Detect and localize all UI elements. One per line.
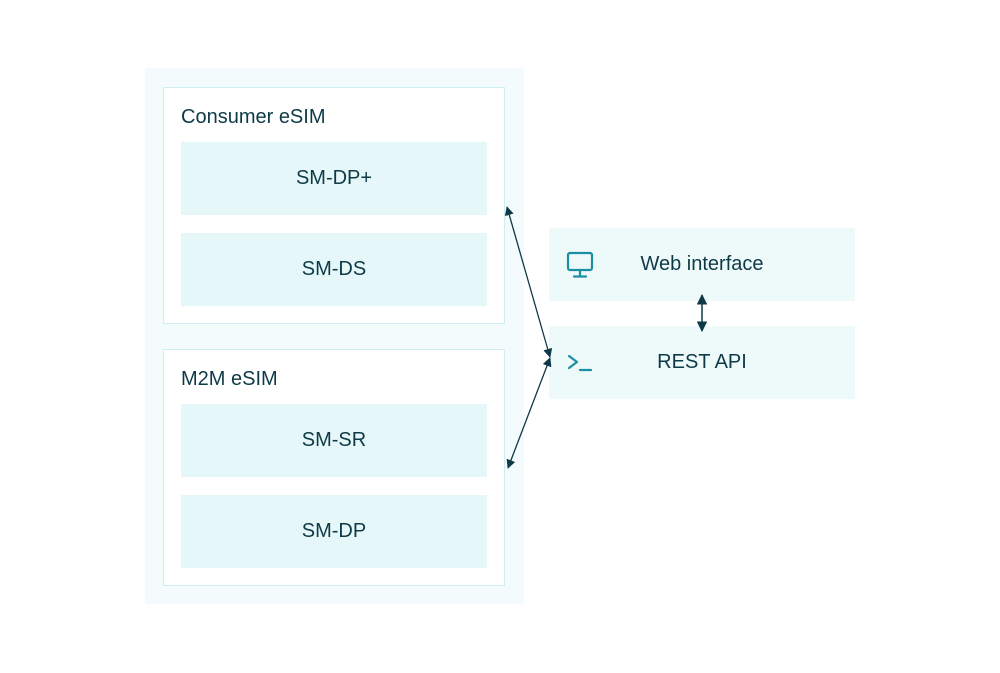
- web-interface-label: Web interface: [640, 253, 764, 275]
- sm-dp-plus-block: SM-DP+: [181, 142, 487, 215]
- rest-api-label: REST API: [657, 351, 747, 373]
- sm-dp-block: SM-DP: [181, 495, 487, 568]
- sm-sr-block: SM-SR: [181, 404, 487, 477]
- rest-api-panel: REST API: [549, 326, 855, 399]
- consumer-esim-title: Consumer eSIM: [181, 106, 326, 128]
- sm-ds-block: SM-DS: [181, 233, 487, 306]
- m2m-esim-title: M2M eSIM: [181, 368, 278, 390]
- web-interface-panel: Web interface: [549, 228, 855, 301]
- monitor-icon: [565, 250, 595, 280]
- terminal-icon: [565, 348, 595, 378]
